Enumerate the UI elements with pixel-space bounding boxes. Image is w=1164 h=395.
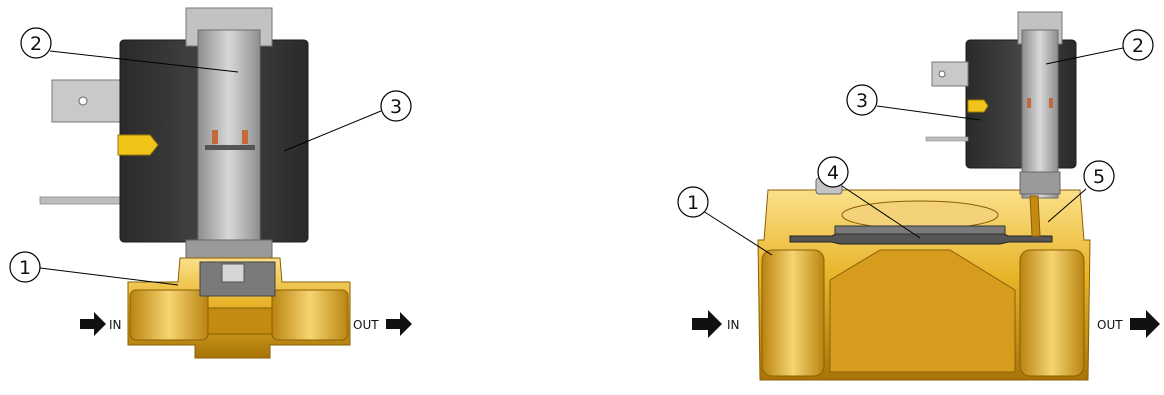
right-valve: IN OUT 1 2 3 4: [677, 11, 1160, 381]
right-inlet-arrow: IN: [692, 310, 740, 338]
right-callout-1-number: 1: [687, 192, 699, 214]
left-callout-2-number: 2: [30, 33, 42, 55]
right-terminal-tab: [925, 61, 969, 142]
left-callout-1: 1: [9, 251, 179, 286]
right-callout-1: 1: [677, 186, 773, 256]
left-outlet-label: OUT: [353, 318, 379, 332]
right-callout-3-number: 3: [856, 90, 868, 112]
left-callout-3-number: 3: [390, 96, 402, 118]
left-callout-2: 2: [20, 27, 239, 73]
right-brass-body: [757, 189, 1091, 381]
right-diaphragm: [789, 225, 1053, 245]
right-pilot-channel: [1029, 195, 1041, 237]
right-callout-5-number: 5: [1093, 166, 1105, 188]
left-callout-3: 3: [283, 90, 412, 152]
left-terminal-tab: [39, 79, 126, 205]
left-set-screw: [117, 134, 159, 156]
left-valve: IN OUT 1 2 3: [9, 7, 412, 359]
right-set-screw: [967, 99, 989, 113]
right-callout-4-number: 4: [827, 162, 839, 184]
right-callout-2-number: 2: [1132, 35, 1144, 57]
left-inlet-arrow: IN: [80, 312, 122, 336]
right-outlet-label: OUT: [1097, 318, 1123, 332]
left-outlet-arrow: OUT: [353, 312, 412, 336]
right-callout-5: 5: [1047, 160, 1115, 223]
right-callout-3: 3: [846, 84, 981, 121]
right-inlet-label: IN: [727, 318, 740, 332]
right-outlet-arrow: OUT: [1097, 310, 1160, 338]
right-armature-tube: [1017, 11, 1063, 199]
left-inlet-label: IN: [109, 318, 122, 332]
right-callout-4: 4: [817, 156, 921, 239]
left-brass-body: [127, 257, 351, 359]
right-callout-2: 2: [1045, 29, 1154, 65]
left-armature-tube: [185, 7, 273, 263]
left-callout-1-number: 1: [19, 257, 31, 279]
